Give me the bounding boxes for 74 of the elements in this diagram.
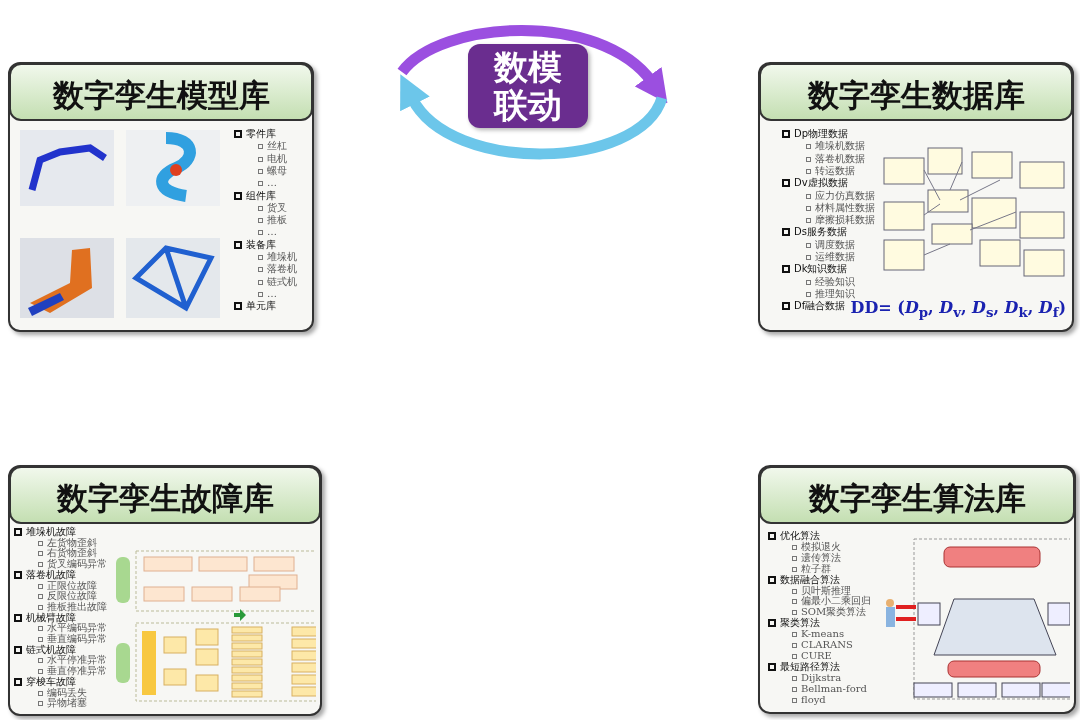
list-subitem: 正限位故障 [38,580,97,592]
list-subitem: K-means [792,629,845,640]
panel-heading: 数字孪生算法库 [807,479,1027,518]
list-subitem: Dijkstra [792,672,842,684]
list-item: 落卷机故障 [14,569,76,581]
list-subitem: 推理知识 [806,287,855,301]
list-subitem: 推板 [258,214,287,227]
center-label: 数模联动 [492,48,563,124]
list-subitem: 材料属性数据 [806,201,875,215]
list-subitem: 垂直编码异常 [38,634,107,645]
list-subitem: 水平编码异常 [38,623,107,634]
list-subitem: 贝叶斯推理 [792,585,851,597]
list-subitem: … [258,177,277,190]
list-subitem: 堆垛机 [258,251,297,264]
list-subitem: 电机 [258,152,287,165]
list-subitem: 落卷机数据 [806,152,865,165]
library-panel [8,62,314,332]
list-item: 单元库 [234,300,276,313]
list-subitem: 丝杠 [258,140,287,153]
list-item: 优化算法 [768,531,820,542]
list-subitem: 异物堵塞 [38,698,87,709]
list-subitem: Bellman-ford [792,683,867,695]
list-item: 链式机故障 [14,644,76,656]
list-item: 堆垛机故障 [14,527,76,538]
list-subitem: 堆垛机数据 [806,140,865,153]
list-subitem: 货叉编码异常 [38,559,107,570]
list-subitem: 反限位故障 [38,591,97,602]
list-item: 装备库 [234,238,276,251]
list-item: 机械臂故障 [14,612,76,624]
list-subitem: 偏最小二乘回归 [792,596,871,608]
list-subitem: 转运数据 [806,164,855,178]
list-subitem: 左货物歪斜 [38,537,97,549]
list-subitem: 粒子群 [792,563,831,575]
list-subitem: … [258,226,277,239]
list-subitem: CURE [792,650,832,662]
list-item: 零件库 [234,128,276,141]
list-subitem: 模拟退火 [792,541,841,553]
center-box [468,44,588,128]
list-item: Dk知识数据 [782,263,848,276]
list-item: 数据融合算法 [768,574,840,586]
list-subitem: 落卷机 [258,263,297,276]
library-panel [758,465,1076,714]
list-subitem: SOM聚类算法 [792,607,867,619]
list-subitem: 螺母 [258,164,287,178]
list-item: Ds服务数据 [782,226,847,239]
list-subitem: 运维数据 [806,251,855,264]
library-panel [8,465,322,716]
list-subitem: 推板推出故障 [38,601,107,613]
panel-heading: 数字孪生故障库 [55,479,275,518]
list-subitem: 水平停准异常 [38,655,107,667]
list-subitem: … [258,287,277,301]
library-panel [758,62,1074,332]
formula: DD= (D$_{p}$, D$_{v}$, D$_{s}$, D$_{k}$, D$_{f}$) [850,298,1066,321]
list-item: 最短路径算法 [768,661,840,673]
list-item: 穿梭车故障 [14,676,76,688]
list-subitem: 垂直停准异常 [38,666,107,677]
list-subitem: floyd [792,694,826,706]
list-subitem: 编码丢失 [38,687,87,699]
panel-heading: 数字孪生模型库 [51,76,271,115]
list-item: Dv虚拟数据 [782,177,848,190]
list-subitem: 调度数据 [806,238,855,251]
list-item: Df融合数据 [782,300,846,313]
list-item: 聚类算法 [768,618,820,630]
panel-heading: 数字孪生数据库 [806,76,1026,115]
list-subitem: 遗传算法 [792,552,841,564]
list-item: Dp物理数据 [782,128,849,141]
list-subitem: 链式机 [258,275,297,288]
list-subitem: 应力仿真数据 [806,189,875,202]
list-item: 组件库 [234,189,276,202]
list-subitem: 经验知识 [806,275,855,288]
list-subitem: CLARANS [792,640,853,651]
list-subitem: 摩擦损耗数据 [806,214,875,227]
list-subitem: 右货物歪斜 [38,548,97,560]
list-subitem: 货叉 [258,201,287,215]
